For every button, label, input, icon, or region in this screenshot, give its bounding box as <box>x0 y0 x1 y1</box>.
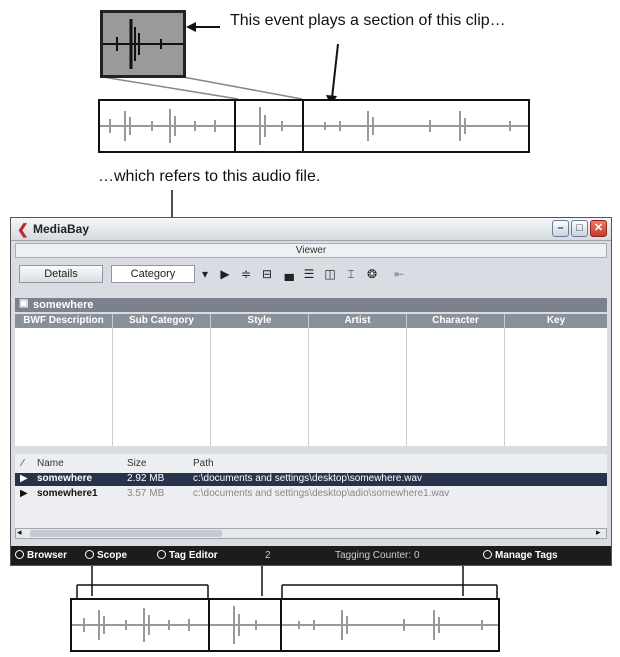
list-header-size[interactable]: Size <box>127 458 147 469</box>
tag-editor-toggle[interactable]: Tag Editor <box>157 546 218 565</box>
tagging-counter: Tagging Counter: 0 <box>335 550 420 561</box>
file-path: c:\documents and settings\desktop\somewh… <box>193 473 423 484</box>
waveform-icon <box>103 19 183 69</box>
maximize-button[interactable]: □ <box>571 220 588 237</box>
table-row[interactable]: ▶ somewhere 2.92 MB c:\documents and set… <box>15 473 607 486</box>
folder-bar: ▣ somewhere <box>15 298 607 312</box>
column-body[interactable] <box>407 328 505 446</box>
dropdown-icon[interactable]: ▾ <box>201 267 209 281</box>
manage-tags-toggle[interactable]: Manage Tags <box>483 546 558 565</box>
column-header[interactable]: BWF Description <box>15 314 113 328</box>
file-name: somewhere1 <box>37 488 98 499</box>
minimize-button[interactable]: – <box>552 220 569 237</box>
column-body[interactable] <box>15 328 113 446</box>
close-button[interactable]: ✕ <box>590 220 607 237</box>
column-header[interactable]: Artist <box>309 314 407 328</box>
scroll-right-icon[interactable]: ▸ <box>596 527 601 537</box>
horizontal-scrollbar[interactable]: ◂ ▸ <box>15 527 607 539</box>
title-bar: ❮ MediaBay – □ ✕ <box>11 218 611 241</box>
file-size: 3.57 MB <box>127 488 165 499</box>
play-icon: ▶ <box>20 488 28 499</box>
folder-name: somewhere <box>33 299 94 311</box>
column-header[interactable]: Sub Category <box>113 314 211 328</box>
column-header[interactable]: Style <box>211 314 309 328</box>
browser-toggle[interactable]: Browser <box>15 546 67 565</box>
file-name: somewhere <box>37 473 93 484</box>
sort-icon: ⁄ <box>22 458 24 469</box>
scope-toggle[interactable]: Scope <box>85 546 127 565</box>
event-selection <box>234 99 304 153</box>
column-body[interactable] <box>309 328 407 446</box>
list-icon[interactable]: ☰ <box>303 267 315 281</box>
window-title: MediaBay <box>33 222 90 236</box>
table-row[interactable]: ▶ somewhere1 3.57 MB c:\documents and se… <box>15 488 607 501</box>
table-icon[interactable]: ⌶ <box>347 267 355 281</box>
filter-icon[interactable]: ≑ <box>240 267 252 281</box>
file-list: ⁄ Name Size Path ▶ somewhere 2.92 MB c:\… <box>15 454 607 538</box>
viewer-bar: Viewer <box>15 243 607 258</box>
play-icon[interactable]: ▶ <box>220 267 230 281</box>
tab-details[interactable]: Details <box>19 265 103 283</box>
audio-clip-waveform <box>98 99 530 153</box>
scroll-thumb[interactable] <box>30 530 222 537</box>
column-header[interactable]: Character <box>407 314 505 328</box>
previous-icon[interactable]: ⇤ <box>393 267 405 281</box>
waveform-icon <box>72 606 498 644</box>
status-bar: Browser Scope Tag Editor 2 Tagging Count… <box>11 546 611 565</box>
folder-icon: ▣ <box>19 298 29 309</box>
result-count: 2 <box>265 550 271 561</box>
column-body[interactable] <box>113 328 211 446</box>
bars-icon[interactable]: ▗▖ <box>280 267 299 281</box>
column-body[interactable] <box>505 328 607 446</box>
file-size: 2.92 MB <box>127 473 165 484</box>
audio-file-waveform <box>70 598 500 652</box>
columns-icon[interactable]: ⊟ <box>261 267 273 281</box>
event-selection <box>208 598 282 652</box>
scroll-left-icon[interactable]: ◂ <box>17 527 22 537</box>
column-body[interactable] <box>211 328 309 446</box>
list-header-name[interactable]: Name <box>37 458 64 469</box>
list-header-path[interactable]: Path <box>193 458 214 469</box>
waveform-icon <box>100 107 528 145</box>
annotation-middle: …which refers to this audio file. <box>98 168 321 185</box>
column-header[interactable]: Key <box>505 314 607 328</box>
settings-icon[interactable]: ❂ <box>366 267 378 281</box>
file-path: c:\documents and settings\desktop\adio\s… <box>193 488 450 499</box>
annotation-top: This event plays a section of this clip… <box>230 12 506 29</box>
tab-category[interactable]: Category <box>111 265 195 283</box>
clip-thumbnail <box>100 10 186 78</box>
mediabay-window: ❮ MediaBay – □ ✕ Viewer Details Category… <box>10 217 612 566</box>
layout-icon[interactable]: ◫ <box>324 267 336 281</box>
play-icon: ▶ <box>20 473 28 484</box>
cubase-logo-icon: ❮ <box>17 221 29 237</box>
